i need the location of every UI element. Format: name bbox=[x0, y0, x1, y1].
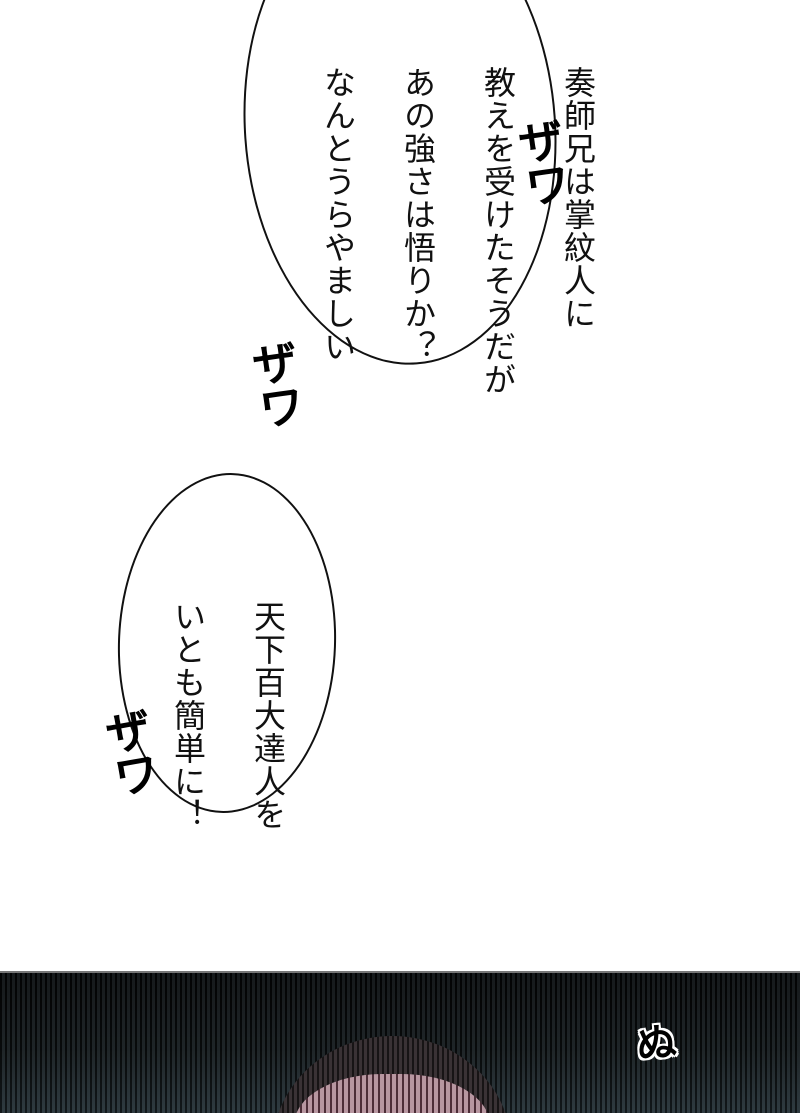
character-face bbox=[294, 1074, 490, 1113]
speech-line: いとも簡単に！ bbox=[169, 600, 207, 831]
speech-text-1: 奏師兄は掌紋人に 教えを受けたそうだが あの強さは悟りか？ なんとうらやましい bbox=[318, 0, 638, 396]
speech-line: 天下百大達人を bbox=[249, 600, 287, 831]
character-head bbox=[272, 1036, 512, 1113]
speech-text-2: 天下百大達人を いとも簡単に！ bbox=[168, 522, 328, 831]
speech-line: なんとうらやましい bbox=[319, 66, 357, 363]
speech-line: あの強さは悟りか？ bbox=[399, 66, 437, 363]
speech-line: 教えを受けたそうだが bbox=[479, 66, 517, 396]
dark-panel: ぬ bbox=[0, 971, 800, 1113]
sfx-nu: ぬ bbox=[634, 1019, 679, 1069]
sfx-zawa-3: ザワ bbox=[94, 703, 164, 801]
speech-line: 奏師兄は掌紋人に bbox=[559, 66, 597, 330]
sfx-zawa-1: ザワ bbox=[508, 114, 574, 210]
sfx-zawa-2: ザワ bbox=[242, 336, 308, 432]
